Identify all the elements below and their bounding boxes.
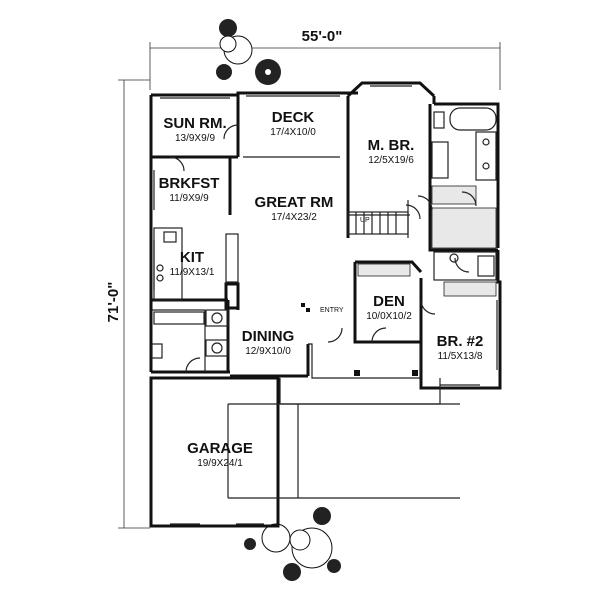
room-kit: KIT 11/9X13/1 bbox=[170, 249, 215, 278]
tree-icon bbox=[244, 507, 341, 581]
room-dining: DINING 12/9X10/0 bbox=[242, 328, 295, 357]
room-size: 11/5X13/8 bbox=[438, 351, 483, 362]
room-size: 17/4X23/2 bbox=[271, 212, 317, 223]
room-name: GREAT RM bbox=[255, 194, 334, 211]
front-porch bbox=[279, 343, 441, 405]
room-deck: DECK 17/4X10/0 bbox=[270, 109, 316, 138]
room-name: DECK bbox=[272, 109, 315, 126]
width-label: 55'-0" bbox=[302, 28, 343, 45]
depth-dimension: 71'-0" bbox=[105, 79, 150, 529]
room-name: BRKFST bbox=[159, 175, 220, 192]
door-swings bbox=[169, 124, 477, 373]
room-size: 11/9X13/1 bbox=[170, 267, 215, 278]
room-brkfst: BRKFST 11/9X9/9 bbox=[159, 175, 220, 204]
windows bbox=[153, 85, 498, 525]
stairs: UP bbox=[347, 211, 409, 235]
tree-icon bbox=[216, 19, 281, 85]
hall-bath-fixtures bbox=[433, 251, 497, 297]
room-name: M. BR. bbox=[368, 137, 415, 154]
room-size: 19/9X24/1 bbox=[197, 458, 243, 469]
stairs-up-label: UP bbox=[360, 217, 370, 224]
room-br2: BR. #2 11/5X13/8 bbox=[437, 333, 484, 362]
den-closet bbox=[357, 263, 411, 277]
room-name: DEN bbox=[373, 293, 405, 310]
room-garage: GARAGE 19/9X24/1 bbox=[187, 440, 253, 469]
room-name: BR. #2 bbox=[437, 333, 484, 350]
room-name: KIT bbox=[180, 249, 204, 266]
room-name: GARAGE bbox=[187, 440, 253, 457]
room-name: DINING bbox=[242, 328, 295, 345]
interior-walls bbox=[151, 95, 410, 372]
room-size: 12/9X10/0 bbox=[245, 346, 291, 357]
room-m-br: M. BR. 12/5X19/6 bbox=[368, 137, 415, 166]
width-dimension: 55'-0" bbox=[149, 28, 501, 90]
room-size: 11/9X9/9 bbox=[169, 193, 209, 204]
garage bbox=[149, 376, 460, 528]
entry-label: ENTRY bbox=[320, 307, 344, 314]
laundry-fixtures bbox=[151, 309, 229, 359]
room-size: 13/9X9/9 bbox=[175, 133, 215, 144]
room-size: 10/0X10/2 bbox=[366, 311, 412, 322]
room-name: SUN RM. bbox=[163, 115, 226, 132]
room-sun-rm: SUN RM. 13/9X9/9 bbox=[163, 115, 226, 144]
master-bath-fixtures bbox=[431, 107, 497, 249]
entry-marker: ENTRY bbox=[301, 303, 344, 314]
room-size: 12/5X19/6 bbox=[368, 155, 414, 166]
depth-label: 71'-0" bbox=[105, 282, 122, 323]
room-size: 17/4X10/0 bbox=[270, 127, 316, 138]
room-den: DEN 10/0X10/2 bbox=[366, 293, 412, 322]
room-great-rm: GREAT RM 17/4X23/2 bbox=[255, 194, 334, 223]
